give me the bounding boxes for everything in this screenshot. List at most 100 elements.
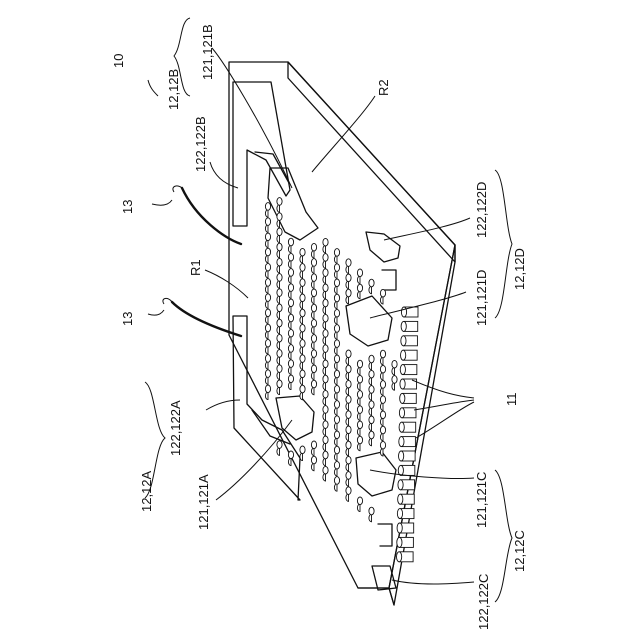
- electrode-122d-pad: [366, 232, 400, 262]
- pillar-75: [323, 360, 328, 375]
- pillar-48: [265, 279, 270, 294]
- pillar-105: [288, 375, 293, 390]
- label-122a: 122,122A: [168, 400, 183, 456]
- front-pillar-4: [400, 365, 417, 375]
- pillar-124: [300, 446, 305, 461]
- label-12d: 12,12D: [512, 248, 527, 290]
- leader-122d: [384, 218, 470, 240]
- label-12a: 12,12A: [139, 470, 154, 512]
- pillar-88: [346, 396, 351, 411]
- electrode-121c-pad: [356, 452, 396, 496]
- pillar-111: [265, 370, 270, 385]
- front-pillar-2: [401, 336, 418, 346]
- label-11: 11: [504, 393, 519, 407]
- pillar-117: [323, 436, 328, 451]
- pillar-33: [311, 289, 316, 304]
- pillar-112: [277, 380, 282, 395]
- pillar-84: [300, 355, 305, 370]
- lead-wire-upper-tip: [173, 186, 182, 192]
- pillar-54: [334, 340, 339, 355]
- pillar-60: [277, 304, 282, 319]
- pillar-0: [277, 198, 282, 213]
- pillar-38: [265, 263, 270, 278]
- pillar-19: [323, 269, 328, 284]
- electrode-121b-pad: [268, 168, 318, 240]
- front-pillar-3: [401, 350, 418, 360]
- leader-122a: [206, 400, 240, 410]
- pillar-74: [311, 350, 316, 365]
- electrode-c-tab: [378, 524, 392, 546]
- pillar-104: [277, 365, 282, 380]
- pillar-128: [346, 487, 351, 502]
- front-pillar-14: [397, 509, 414, 519]
- electrode-c: [356, 452, 396, 590]
- pillar-107: [323, 406, 328, 421]
- pillar-109: [346, 426, 351, 441]
- pillar-10: [323, 254, 328, 269]
- front-pillar-12: [398, 480, 415, 490]
- leader-122c: [392, 580, 474, 584]
- pillar-11: [334, 264, 339, 279]
- pillar-83: [288, 345, 293, 360]
- brace-12d: [495, 170, 512, 318]
- front-pillar-10: [399, 451, 416, 461]
- pillar-50: [288, 299, 293, 314]
- leader-11-a: [412, 380, 474, 398]
- pillar-82: [277, 334, 282, 349]
- pillar-59: [265, 294, 270, 309]
- pillar-9: [311, 243, 316, 258]
- pillar-71: [277, 319, 282, 334]
- label-13-lower: 13: [120, 312, 135, 326]
- label-121d: 121,121D: [474, 270, 489, 326]
- leader-lead-lower: [148, 310, 164, 315]
- pillar-114: [334, 431, 339, 446]
- pillar-5: [369, 279, 374, 294]
- pillar-94: [288, 360, 293, 375]
- substrate-top-face: [229, 62, 455, 588]
- leader-11-c: [416, 402, 474, 438]
- pillar-37: [392, 360, 397, 375]
- brace-12c: [495, 470, 512, 602]
- pillar-73: [300, 340, 305, 355]
- leader-r1: [205, 270, 248, 298]
- pillar-53: [323, 330, 328, 345]
- front-pillar-13: [398, 494, 415, 504]
- label-121b: 121,121B: [200, 24, 215, 80]
- pillar-102: [380, 441, 385, 456]
- electrode-b: [233, 82, 318, 240]
- pillar-132: [288, 451, 293, 466]
- pillar-3: [346, 259, 351, 274]
- pillar-12: [346, 274, 351, 289]
- pillar-41: [300, 294, 305, 309]
- leader-r2: [312, 96, 375, 172]
- front-pillar-17: [397, 552, 414, 562]
- front-pillar-row: [397, 307, 418, 562]
- pillar-42: [311, 304, 316, 319]
- pillar-45: [369, 355, 374, 370]
- pillar-61: [288, 314, 293, 329]
- pillar-63: [311, 335, 316, 350]
- pillar-89: [357, 406, 362, 421]
- front-pillar-16: [397, 537, 414, 547]
- pillar-21: [346, 289, 351, 304]
- front-pillar-11: [398, 465, 415, 475]
- label-r1: R1: [188, 259, 203, 276]
- pillar-95: [300, 370, 305, 385]
- lead-wire-lower-tip: [163, 298, 172, 304]
- label-121c: 121,121C: [474, 472, 489, 528]
- pillar-16: [288, 238, 293, 253]
- pillar-13: [357, 284, 362, 299]
- pillar-2: [334, 249, 339, 264]
- pillar-7: [265, 203, 270, 218]
- front-pillar-9: [399, 437, 416, 447]
- front-pillar-8: [399, 422, 416, 432]
- pillar-23: [277, 243, 282, 258]
- pillar-66: [346, 365, 351, 380]
- pillar-98: [334, 401, 339, 416]
- label-13-upper: 13: [120, 200, 135, 214]
- pillar-121: [323, 451, 328, 466]
- pillar-51: [300, 309, 305, 324]
- pillar-14: [265, 218, 270, 233]
- pillar-55: [346, 350, 351, 365]
- front-pillar-6: [400, 393, 417, 403]
